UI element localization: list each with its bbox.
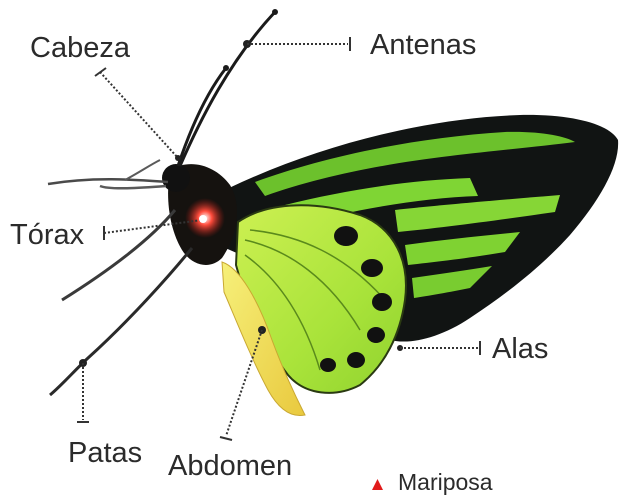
label-antenas: Antenas xyxy=(370,29,476,61)
callout-alas xyxy=(397,341,480,355)
label-alas: Alas xyxy=(492,333,548,365)
legend: Mariposa xyxy=(372,469,493,495)
legend-label: Mariposa xyxy=(398,469,493,495)
label-patas: Patas xyxy=(68,437,142,469)
triangle-marker-icon xyxy=(372,479,383,490)
label-abdomen: Abdomen xyxy=(168,450,292,482)
callout-cabeza xyxy=(95,68,181,161)
label-torax: Tórax xyxy=(10,219,85,251)
callout-antenas xyxy=(243,37,350,51)
label-cabeza: Cabeza xyxy=(30,32,131,64)
